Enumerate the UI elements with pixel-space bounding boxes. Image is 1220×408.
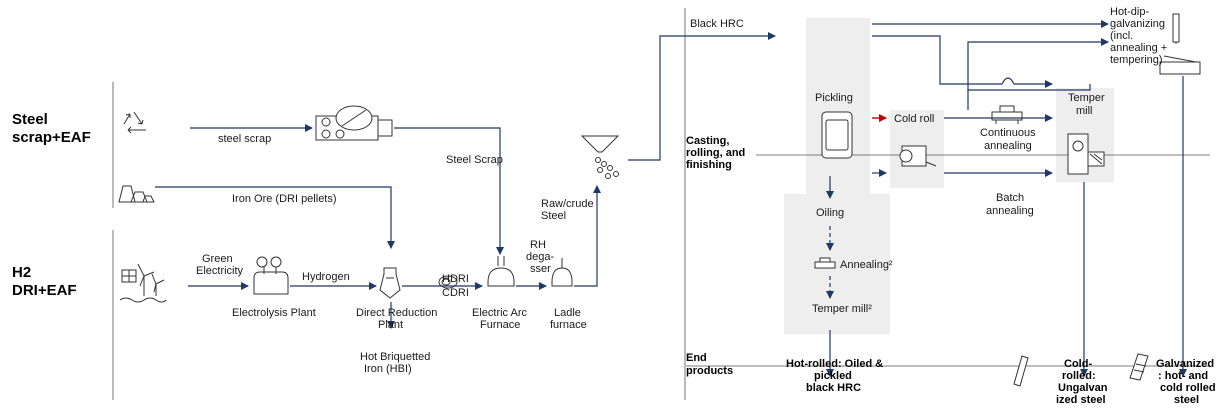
arrow-black-hrc	[628, 32, 776, 161]
coil-icon	[821, 111, 853, 159]
arrow-coldroll-up	[967, 84, 1091, 110]
ore-pile-icon	[118, 185, 155, 203]
arrow-bridge	[1001, 77, 1015, 85]
label-temper-mill-2: Temper mill²	[812, 303, 872, 315]
ladle-icon	[551, 258, 573, 287]
label-cdri: CDRI	[442, 287, 469, 299]
label-black-hrc: Black HRC	[690, 18, 744, 30]
galvanizing-bath-icon	[1159, 13, 1201, 75]
wind-solar-icon	[119, 263, 167, 303]
temper-mill-icon	[1067, 133, 1105, 175]
label-oiling: Oiling	[816, 207, 844, 219]
pellets-icon	[438, 275, 458, 289]
label-steel-scrap-cap: Steel Scrap	[446, 154, 503, 166]
label-annealing: Annealing²	[840, 259, 893, 271]
eaf-icon	[487, 256, 515, 287]
pickling-panel	[806, 18, 870, 194]
label-hdri: HDRI	[442, 273, 469, 285]
arrow-cold-to-galv	[967, 38, 1109, 92]
shaft-furnace-icon	[379, 267, 401, 299]
arrow-iron-ore	[155, 186, 395, 249]
electrolyzer-icon	[253, 256, 289, 295]
label-hydrogen: Hydrogen	[302, 271, 350, 283]
coil-stack-icon	[1129, 353, 1149, 381]
arrow-steel-scrap-eaf	[394, 127, 504, 255]
annealing-furnace-icon	[991, 105, 1023, 124]
tundish-icon	[580, 135, 620, 179]
recycle-icon	[123, 111, 146, 134]
label-hot-dip: Hot-dip-galvanizing(incl.annealing +temp…	[1110, 6, 1167, 66]
oiling-panel	[784, 194, 890, 334]
label-pickling: Pickling	[815, 92, 853, 104]
label-iron-ore: Iron Ore (DRI pellets)	[232, 193, 337, 205]
steel-bar-icon	[1013, 355, 1029, 387]
label-cold-roll: Cold roll	[894, 113, 934, 125]
annealing-small-icon	[814, 257, 836, 269]
label-steel-scrap: steel scrap	[218, 133, 271, 145]
arrow-raw-steel	[574, 185, 601, 287]
label-electrolysis: Electrolysis Plant	[232, 307, 316, 319]
roll-stand-icon	[899, 145, 937, 167]
arrow-hrc-branch	[872, 35, 1002, 85]
scrap-shredder-icon	[315, 105, 393, 141]
